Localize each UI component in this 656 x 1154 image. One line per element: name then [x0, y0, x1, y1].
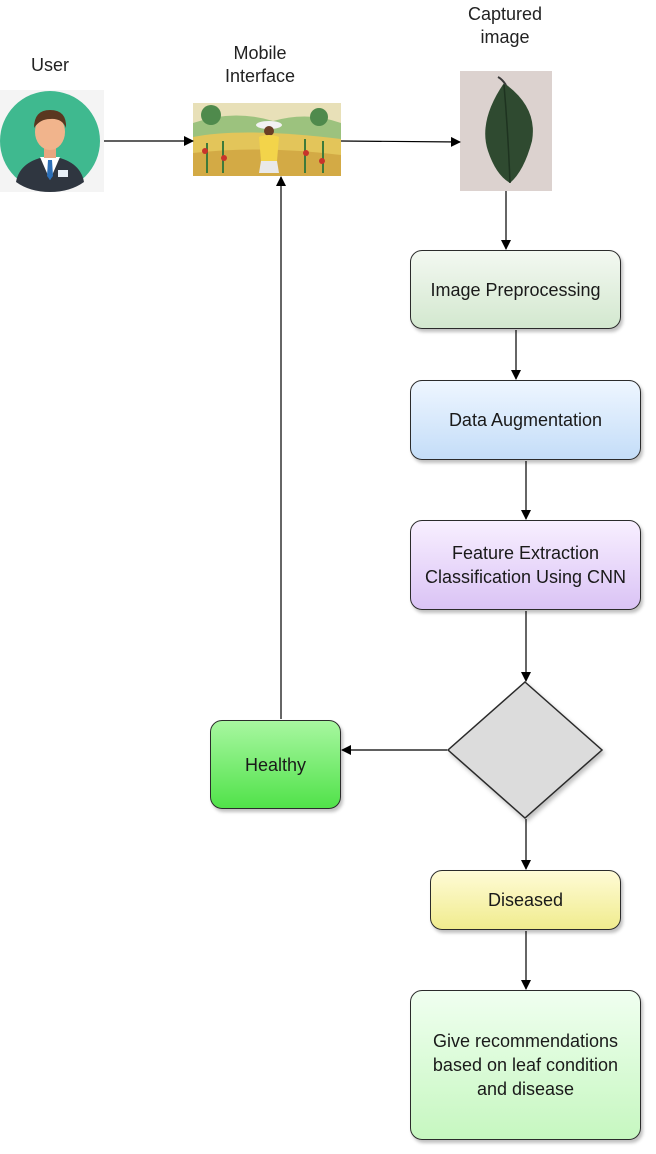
image-preprocessing-box: Image Preprocessing — [410, 250, 621, 329]
feature-extraction-box: Feature Extraction Classification Using … — [410, 520, 641, 610]
mobile-interface-label: Mobile Interface — [224, 43, 296, 86]
healthy-box: Healthy — [210, 720, 341, 809]
user-label: User — [30, 55, 69, 75]
farmer-illustration-icon — [193, 103, 341, 176]
leaf-photo-icon — [460, 71, 552, 191]
captured-image-label: Captured image — [467, 4, 543, 47]
arrow-mobile-to-image — [340, 136, 461, 147]
user-avatar-icon — [0, 90, 104, 192]
decision-diamond — [446, 680, 604, 820]
data-augmentation-box: Data Augmentation — [410, 380, 641, 460]
diseased-box: Diseased — [430, 870, 621, 930]
recommendations-box: Give recommendations based on leaf condi… — [410, 990, 641, 1140]
